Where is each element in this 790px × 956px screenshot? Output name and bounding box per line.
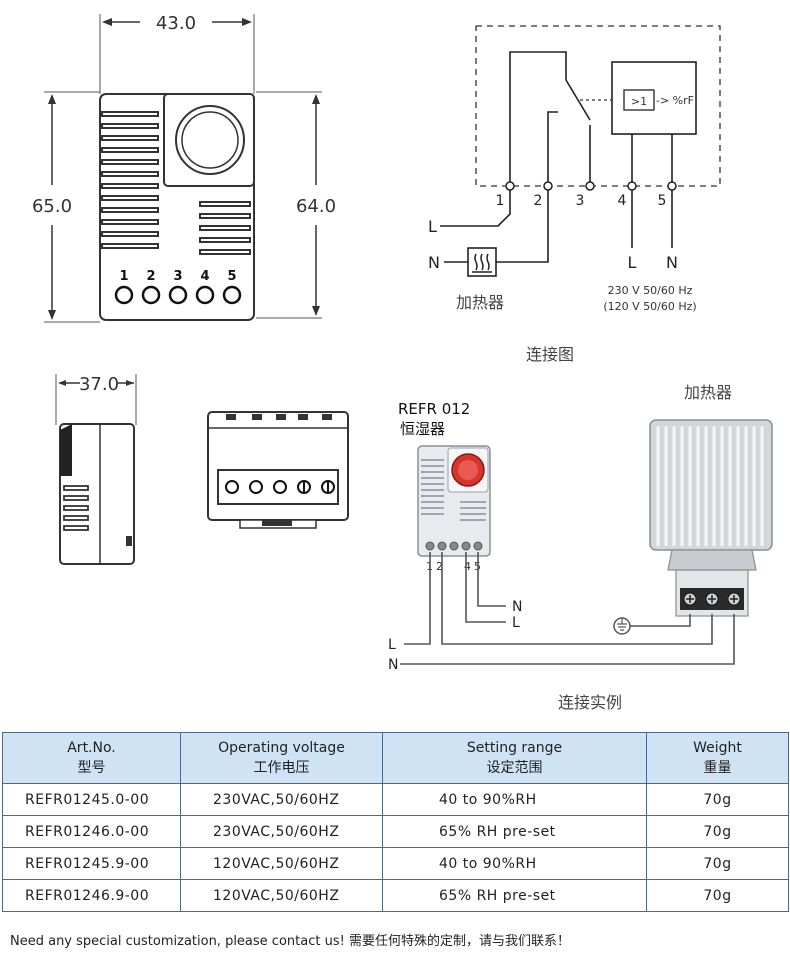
height-right-dimension: 64.0: [296, 196, 336, 217]
cell-weight: 70g: [646, 847, 789, 880]
model-label: REFR 012: [398, 400, 470, 418]
model-cn-label: 恒湿器: [400, 420, 445, 438]
wiring-diagram: >1 -> %rF 1 2 3 4 5 L N 加热器 L N 230 V: [428, 25, 721, 364]
header-cn: 工作电压: [253, 760, 310, 776]
cell-voltage: 120VAC,50/60HZ: [180, 847, 383, 880]
cell-setting-range: 40 to 90%RH: [382, 783, 647, 816]
header-cn: 型号: [77, 760, 106, 776]
cell-weight: 70g: [646, 783, 789, 816]
cell-setting-range: 65% RH pre-set: [382, 815, 647, 848]
terminal-number: 2: [146, 269, 155, 284]
bottom-view: [207, 411, 349, 529]
header-cn: 重量: [703, 760, 732, 776]
front-view: 43.0 65.0 64.0: [32, 13, 336, 323]
terminal-label: 3: [576, 193, 585, 209]
line-label: L: [428, 217, 437, 236]
table-row: REFR01246.0-00 230VAC,50/60HZ 65% RH pre…: [2, 815, 789, 848]
cell-setting-range: 65% RH pre-set: [382, 879, 647, 912]
connection-example: REFR 012 恒湿器 1: [388, 383, 773, 712]
cell-art-no: REFR01246.9-00: [2, 879, 181, 912]
cell-weight: 70g: [646, 879, 789, 912]
terminal-number: 3: [173, 269, 182, 284]
table-row: REFR01245.0-00 230VAC,50/60HZ 40 to 90%R…: [2, 783, 789, 816]
terminal-number: 4: [200, 269, 209, 284]
cell-art-no: REFR01246.0-00: [2, 815, 181, 848]
voltage-120-label: (120 V 50/60 Hz): [603, 300, 696, 313]
header-en: Setting range: [466, 740, 563, 756]
header-cn: 设定范围: [486, 760, 543, 776]
example-caption: 连接实例: [558, 693, 622, 712]
terminal-number: 5: [227, 269, 236, 284]
neutral-label: N: [428, 253, 440, 272]
device-terminal: 4: [464, 560, 471, 573]
relay-symbol: >1: [631, 95, 647, 108]
header-en: Art.No.: [67, 740, 116, 756]
device-terminal: 2: [436, 560, 443, 573]
cell-voltage: 120VAC,50/60HZ: [180, 879, 383, 912]
header-weight: Weight 重量: [646, 732, 789, 784]
wire-N-label: N: [512, 599, 522, 615]
technical-drawing: 43.0 65.0 64.0: [32, 13, 773, 712]
header-setting-range: Setting range 设定范围: [382, 732, 647, 784]
heater-label: 加热器: [456, 293, 504, 312]
wire-L-label: L: [512, 615, 520, 631]
supply-N-label: N: [666, 253, 678, 272]
header-en: Weight: [693, 740, 742, 756]
supply-L-label: L: [628, 253, 637, 272]
terminal-number: 1: [119, 269, 128, 284]
main-L-label: L: [388, 637, 396, 653]
voltage-230-label: 230 V 50/60 Hz: [608, 284, 693, 297]
header-en: Operating voltage: [218, 740, 345, 756]
terminal-label: 4: [618, 193, 627, 209]
contact-note: Need any special customization, please c…: [10, 934, 570, 949]
example-heater-label: 加热器: [684, 383, 732, 402]
terminal-label: 2: [534, 193, 543, 209]
relay-output: -> %rF: [656, 94, 694, 107]
terminal-label: 1: [496, 193, 505, 209]
cell-art-no: REFR01245.0-00: [2, 783, 181, 816]
main-N-label: N: [388, 657, 398, 673]
side-view: 37.0: [55, 374, 137, 565]
header-voltage: Operating voltage 工作电压: [180, 732, 383, 784]
depth-dimension: 37.0: [79, 374, 119, 395]
table-row: REFR01245.9-00 120VAC,50/60HZ 40 to 90%R…: [2, 847, 789, 880]
spec-table: Art.No. 型号 Operating voltage 工作电压 Settin…: [2, 732, 789, 912]
width-dimension: 43.0: [156, 13, 196, 34]
cell-weight: 70g: [646, 815, 789, 848]
header-art-no: Art.No. 型号: [2, 732, 181, 784]
cell-setting-range: 40 to 90%RH: [382, 847, 647, 880]
table-row: REFR01246.9-00 120VAC,50/60HZ 65% RH pre…: [2, 879, 789, 912]
height-left-dimension: 65.0: [32, 196, 72, 217]
cell-voltage: 230VAC,50/60HZ: [180, 815, 383, 848]
table-header-row: Art.No. 型号 Operating voltage 工作电压 Settin…: [2, 732, 789, 784]
terminal-label: 5: [658, 193, 667, 209]
cell-art-no: REFR01245.9-00: [2, 847, 181, 880]
wiring-caption: 连接图: [526, 345, 574, 364]
cell-voltage: 230VAC,50/60HZ: [180, 783, 383, 816]
